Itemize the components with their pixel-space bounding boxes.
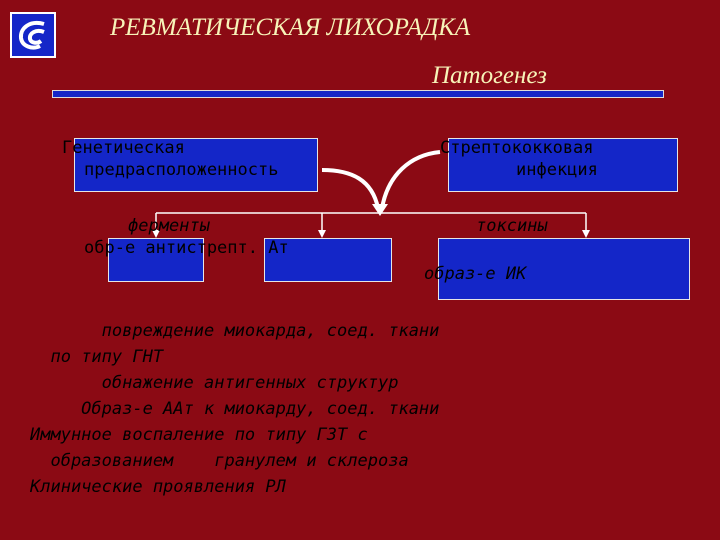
genetic-label-line1: Генетическая (62, 138, 185, 158)
text-line: Иммунное воспаление по типу ГЗТ с (30, 425, 368, 445)
text-line: по типу ГНТ (30, 347, 164, 367)
text-line: Образ-е ААт к миокарду, соед. ткани (30, 399, 440, 419)
strep-label-line2: инфекция (516, 160, 598, 180)
enzymes-box (108, 238, 204, 282)
strep-box (448, 138, 678, 192)
text-line: повреждение миокарда, соед. ткани (30, 321, 440, 341)
genetic-label-line2: предрасположенность (84, 160, 279, 180)
text-line: образованием гранулем и склероза (30, 451, 409, 471)
antibodies-box (264, 238, 392, 282)
text-line: обнажение антигенных структур (30, 373, 399, 393)
curved-arrow-left (321, 168, 380, 209)
logo (10, 12, 56, 58)
text-line: Клинические проявления РЛ (30, 477, 286, 497)
enzymes-label: ферменты (128, 216, 210, 236)
logo-swirl-icon (18, 21, 45, 50)
immune-complex-label: образ-е ИК (424, 264, 527, 284)
title-underline-bar (52, 90, 664, 98)
pathogenesis-text: повреждение миокарда, соед. ткани по тип… (30, 318, 710, 500)
genetic-box (74, 138, 318, 192)
curved-arrow-right (380, 150, 441, 209)
page-title: РЕВМАТИЧЕСКАЯ ЛИХОРАДКА (110, 14, 471, 41)
page-subtitle: Патогенез (432, 62, 547, 89)
arrowhead-center (372, 204, 388, 216)
toxins-label: токсины (476, 216, 548, 236)
strep-label-line1: Стрептококковая (440, 138, 594, 158)
antibodies-label: обр-е антистрепт. Ат (84, 238, 289, 258)
immune-complex-box (438, 238, 690, 300)
